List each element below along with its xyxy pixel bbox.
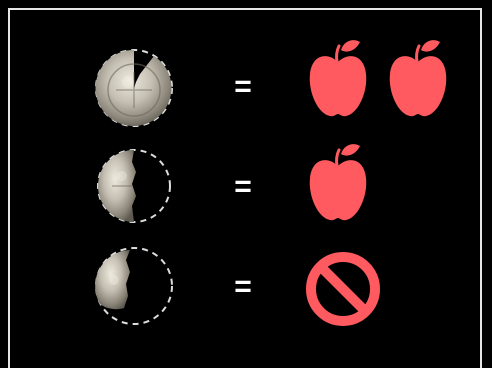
coin-nearly-whole-icon bbox=[92, 46, 176, 130]
equals-sign-2: = bbox=[228, 172, 258, 202]
apple-icon bbox=[306, 38, 370, 120]
apple-icon bbox=[306, 142, 370, 224]
coin-half-icon bbox=[92, 144, 176, 228]
apple-icon bbox=[386, 38, 450, 120]
prohibited-icon bbox=[304, 250, 382, 328]
equals-sign-3: = bbox=[228, 272, 258, 302]
coin-quarter-icon bbox=[92, 244, 176, 328]
equals-sign-1: = bbox=[228, 72, 258, 102]
